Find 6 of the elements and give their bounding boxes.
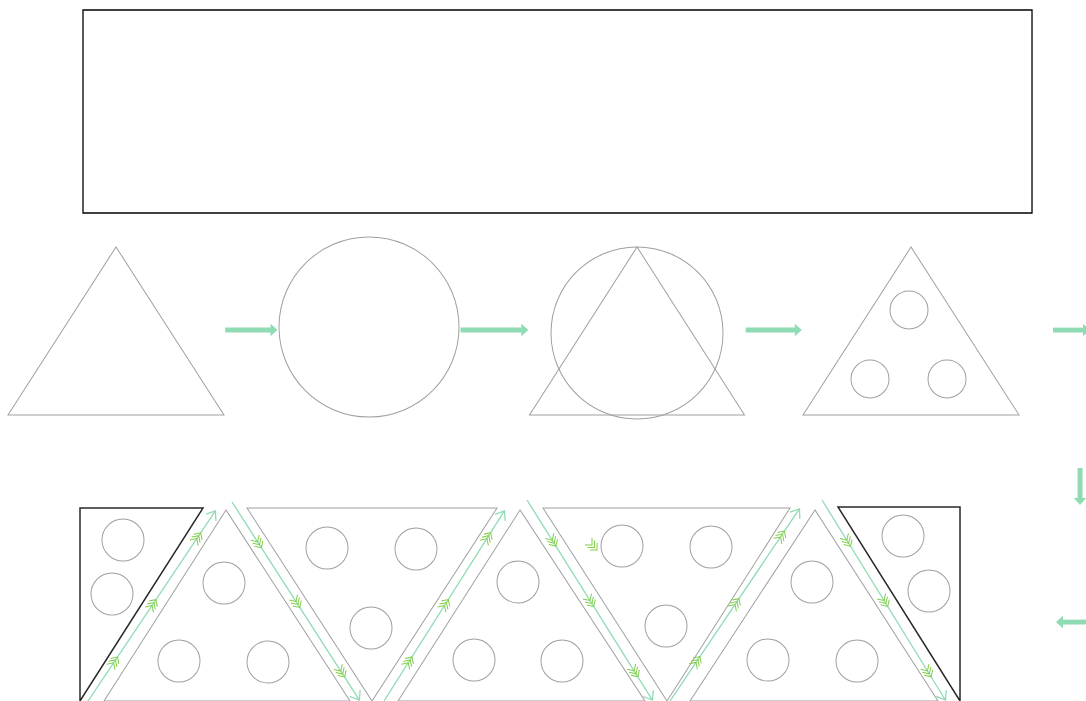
circle-shape: [278, 236, 460, 418]
triangle-shape: [529, 246, 745, 420]
triangle-shape: [7, 246, 225, 416]
empty-box: [82, 9, 1033, 214]
triangle-shape: [802, 246, 1020, 416]
cutting-layout-drawing: [79, 499, 961, 701]
